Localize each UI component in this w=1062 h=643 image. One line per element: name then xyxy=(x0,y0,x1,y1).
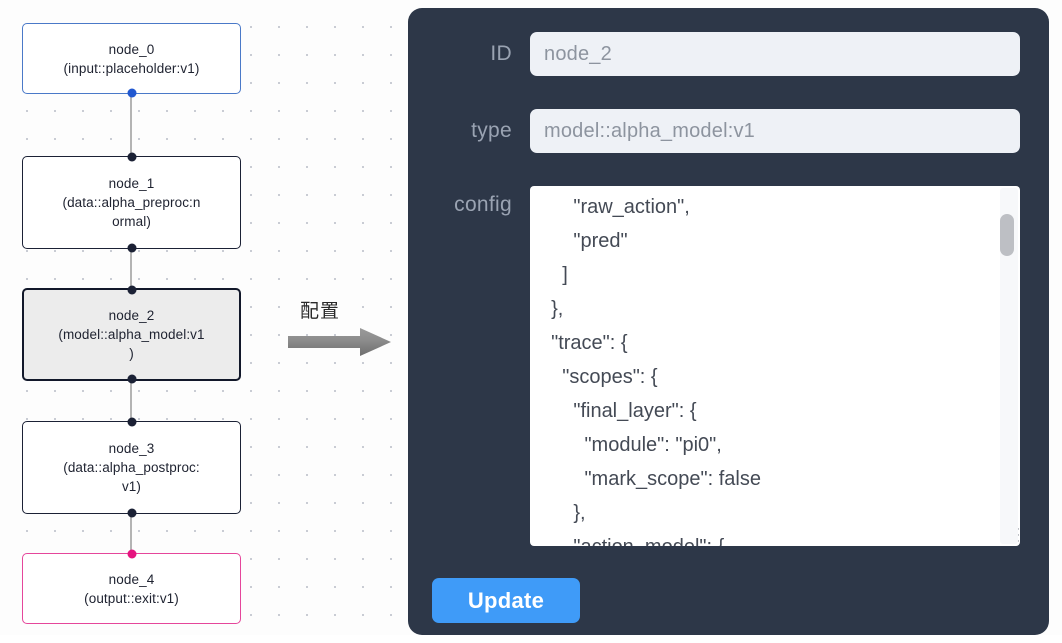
node-handle-target[interactable] xyxy=(127,417,136,427)
field-row-config: config "raw_action", "pred" ] }, "trace"… xyxy=(408,186,1049,546)
node-handle-target[interactable] xyxy=(127,285,136,295)
config-arrow-group: 配置 xyxy=(288,296,398,362)
viewport-bottom-edge xyxy=(0,635,1062,643)
graph-edge[interactable] xyxy=(130,381,132,421)
id-field-label: ID xyxy=(490,42,512,65)
config-scrollbar-thumb[interactable] xyxy=(1000,214,1014,256)
config-field-label: config xyxy=(454,193,512,216)
graph-node-label: node_0 (input::placeholder:v1) xyxy=(63,41,200,76)
type-input[interactable] xyxy=(530,109,1020,153)
arrow-caption-label: 配置 xyxy=(300,300,341,322)
node-handle-source[interactable] xyxy=(127,508,136,518)
textarea-resize-handle[interactable] xyxy=(1002,528,1019,545)
field-row-id: ID xyxy=(408,32,1049,76)
node-handle-target[interactable] xyxy=(127,152,136,162)
graph-node-label: node_4 (output::exit:v1) xyxy=(84,571,179,606)
graph-node-label: node_3 (data::alpha_postproc: v1) xyxy=(63,441,200,494)
graph-edge[interactable] xyxy=(130,249,132,288)
type-field-label: type xyxy=(471,119,512,142)
node-config-panel: ID type config "raw_action", "pred" ] },… xyxy=(408,8,1049,635)
graph-edge[interactable] xyxy=(130,514,132,553)
graph-node-node_0[interactable]: node_0 (input::placeholder:v1) xyxy=(22,23,241,98)
node-handle-source[interactable] xyxy=(127,88,136,98)
node-handle-target[interactable] xyxy=(127,549,136,559)
graph-node-node_2[interactable]: node_2 (model::alpha_model:v1 ) xyxy=(22,285,241,384)
config-textarea[interactable]: "raw_action", "pred" ] }, "trace": { "sc… xyxy=(530,186,1020,546)
id-input[interactable] xyxy=(530,32,1020,76)
graph-node-label: node_1 (data::alpha_preproc:n ormal) xyxy=(62,176,201,229)
graph-node-node_1[interactable]: node_1 (data::alpha_preproc:n ormal) xyxy=(22,152,241,253)
graph-node-label: node_2 (model::alpha_model:v1 ) xyxy=(58,308,205,361)
graph-node-node_3[interactable]: node_3 (data::alpha_postproc: v1) xyxy=(22,417,241,518)
right-arrow-icon xyxy=(288,328,391,356)
node-handle-source[interactable] xyxy=(127,374,136,384)
graph-edge[interactable] xyxy=(130,94,132,156)
field-row-type: type xyxy=(408,109,1049,153)
config-textarea-wrapper: "raw_action", "pred" ] }, "trace": { "sc… xyxy=(530,186,1020,546)
graph-node-node_4[interactable]: node_4 (output::exit:v1) xyxy=(22,549,241,624)
update-button[interactable]: Update xyxy=(432,578,580,623)
config-scrollbar-track[interactable] xyxy=(1000,188,1018,544)
node-handle-source[interactable] xyxy=(127,243,136,253)
